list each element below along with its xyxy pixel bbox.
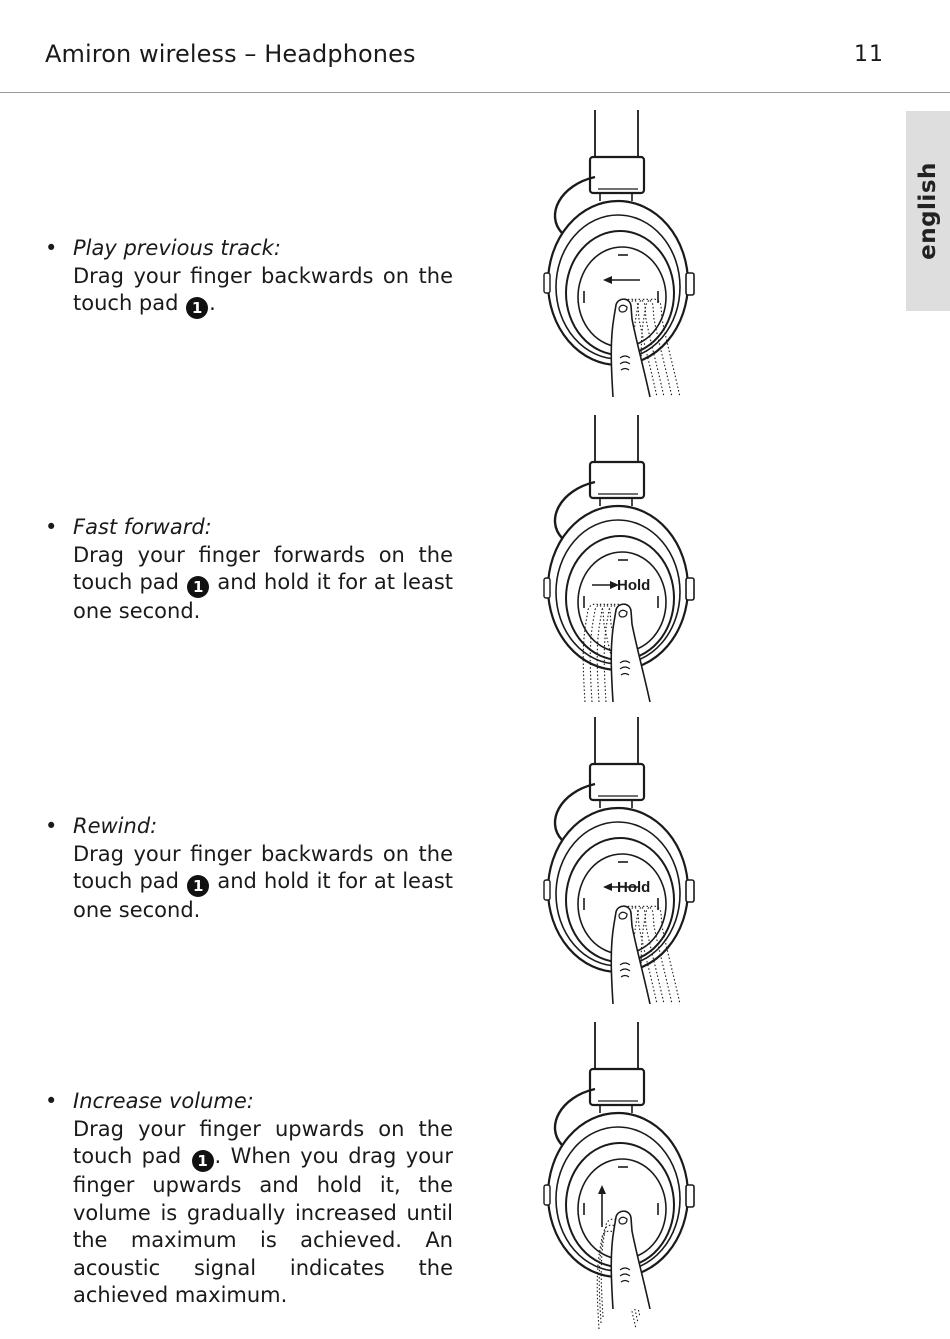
headphone-illustration-1 [540,105,720,405]
instruction-fast-forward: • Fast forward: Drag your finger forward… [45,514,453,626]
right-arrow-icon [592,581,619,589]
headphone-drawing [543,110,695,398]
instruction-increase-volume: • Increase volume: Drag your finger upwa… [45,1088,453,1310]
touchpad-number-badge: 1 [187,875,210,897]
headphone-gesture-left-icon [543,110,695,398]
instruction-title: Fast forward: [73,515,212,539]
instruction-title: Rewind: [73,814,158,838]
headphone-drawing: Hold [543,717,695,1005]
left-arrow-icon [603,883,640,891]
instruction-title: Play previous track: [73,236,281,260]
bullet: • [45,814,58,838]
touchpad-number-badge: 1 [186,297,209,319]
instruction-title: Increase volume: [73,1089,254,1113]
language-tab-label: english [915,162,941,260]
headphone-illustration-2: Hold [540,410,720,710]
header-divider [0,92,950,93]
bullet: • [45,236,58,260]
headphone-gesture-right-hold-icon: Hold [543,415,695,703]
instruction-description: Drag your finger forwards on the touch p… [73,542,453,624]
headphone-illustration-3: Hold [540,712,720,1012]
up-arrow-icon [598,1185,606,1227]
document-title: Amiron wireless – Headphones [45,40,416,68]
hold-label: Hold [617,879,650,896]
bullet: • [45,1089,58,1113]
language-tab: english [906,111,950,311]
instruction-description: Drag your finger backwards on the touch … [73,263,453,319]
headphone-gesture-up-icon [543,1022,695,1330]
headphone-gesture-left-hold-icon: Hold [543,717,695,1005]
headphone-illustration-4 [540,1017,720,1330]
instruction-play-previous: • Play previous track: Drag your finger … [45,235,453,319]
left-arrow-icon [603,276,640,284]
instruction-rewind: • Rewind: Drag your finger backwards on … [45,813,453,925]
touchpad-number-badge: 1 [191,1150,214,1172]
bullet: • [45,515,58,539]
touchpad-number-badge: 1 [187,576,210,598]
hold-label: Hold [617,577,650,594]
page-number: 11 [854,42,884,67]
instruction-description: Drag your finger backwards on the touch … [73,841,453,923]
headphone-drawing: Hold [543,415,695,703]
instruction-description: Drag your finger upwards on the touch pa… [73,1116,453,1308]
headphone-drawing [543,1022,695,1330]
